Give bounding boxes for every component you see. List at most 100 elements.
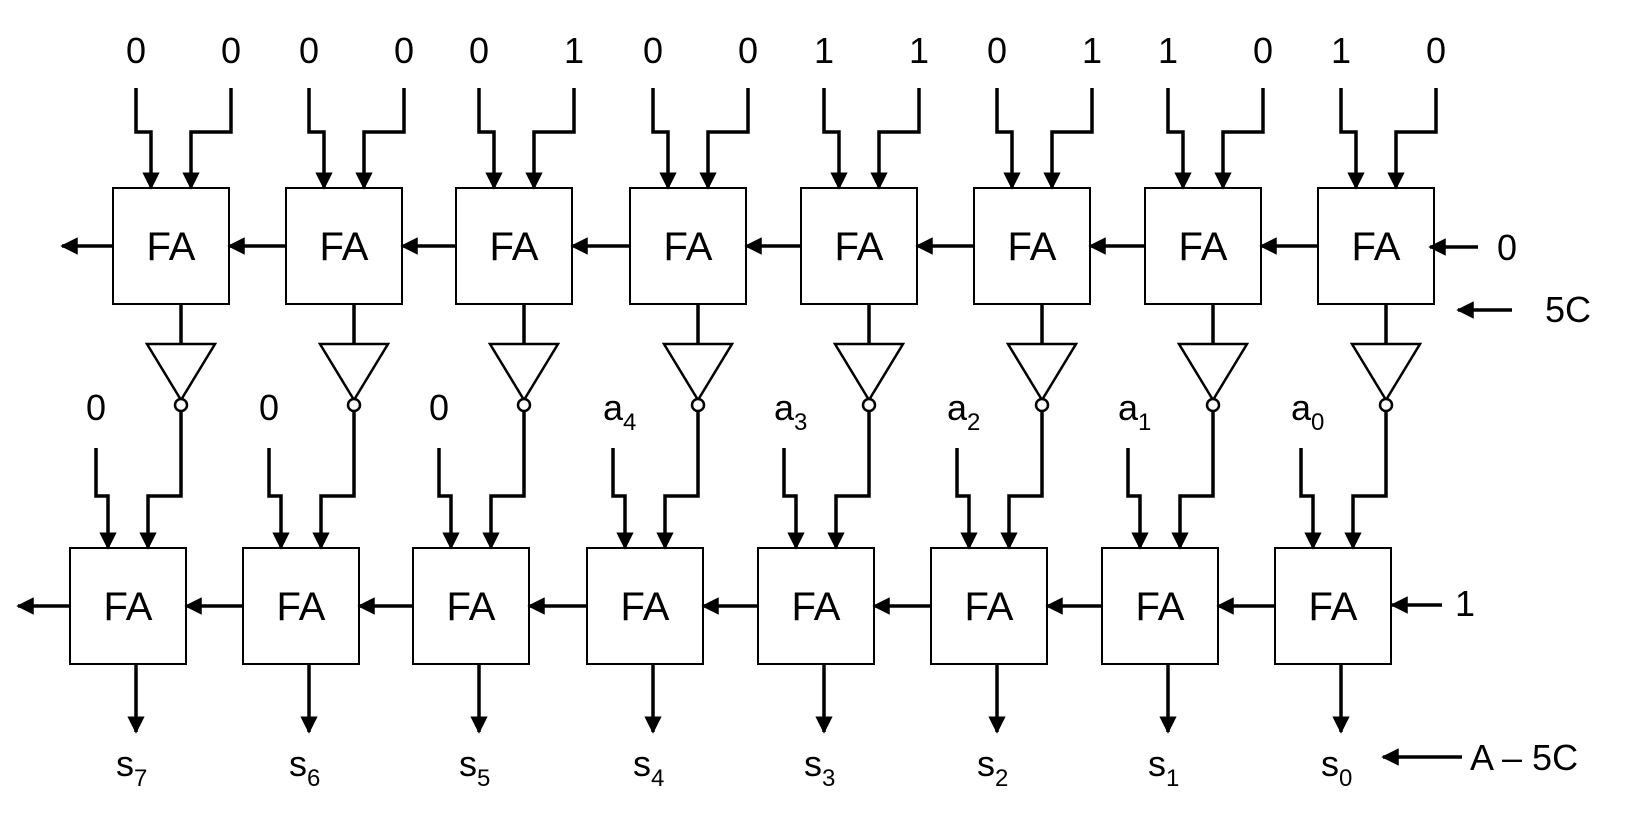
top-input-b-wire xyxy=(355,88,406,190)
full-adder-label: FA xyxy=(621,585,670,629)
bottom-input-label-base: a xyxy=(774,387,795,428)
inverter-bubble xyxy=(861,397,877,413)
bottom-input-label-subscript: 3 xyxy=(794,409,807,436)
bottom-input-a-wire xyxy=(782,448,805,550)
full-adder-label: FA xyxy=(447,585,496,629)
top-full-adder-5: FA xyxy=(455,187,573,305)
full-adder-label: FA xyxy=(1309,585,1358,629)
bottom-input-label-base: a xyxy=(603,387,624,428)
inverter-2 xyxy=(1005,304,1079,413)
full-adder-box xyxy=(1101,547,1219,665)
bottom-input-label: a2 xyxy=(947,387,980,436)
bottom-full-adder-5: FA xyxy=(412,547,530,665)
sum-output-label: s0 xyxy=(1321,743,1352,792)
sum-output-label-base: s xyxy=(633,743,651,784)
full-adder-label: FA xyxy=(320,225,369,269)
sum-output-label-base: s xyxy=(1148,743,1166,784)
result-label: A – 5C xyxy=(1470,737,1578,778)
full-adder-label: FA xyxy=(104,585,153,629)
bottom-full-adder-7: FA xyxy=(69,547,187,665)
top-input-a-label: 0 xyxy=(299,30,319,71)
bottom-full-adder-0: FA xyxy=(1274,547,1392,665)
bottom-input-label-base: a xyxy=(1118,387,1139,428)
top-input-a-label: 0 xyxy=(469,30,489,71)
bottom-input-b-wire xyxy=(312,411,356,550)
full-adder-label: FA xyxy=(490,225,539,269)
bottom-input-label: 0 xyxy=(429,387,449,428)
full-adder-box xyxy=(629,187,747,305)
inverter-row xyxy=(144,304,1423,413)
full-adder-label: FA xyxy=(965,585,1014,629)
bottom-input-label: a3 xyxy=(774,387,807,436)
top-input-b-wire xyxy=(1043,88,1094,190)
inverter-bubble xyxy=(1378,397,1394,413)
sum-output-label: s4 xyxy=(633,743,664,792)
sum-output-label: s7 xyxy=(116,743,147,792)
sum-output-label: s6 xyxy=(289,743,320,792)
sum-output-label-base: s xyxy=(116,743,134,784)
inverter-triangle xyxy=(317,342,391,403)
inverter-4 xyxy=(661,304,735,413)
top-input-a-wire xyxy=(1339,88,1365,190)
top-input-b-wire xyxy=(1387,88,1438,190)
bottom-full-adder-6: FA xyxy=(242,547,360,665)
inverter-1 xyxy=(1176,304,1250,413)
bottom-input-b-wire xyxy=(1344,411,1388,550)
inverter-bubble xyxy=(690,397,706,413)
full-adder-label: FA xyxy=(1179,225,1228,269)
full-adder-label: FA xyxy=(277,585,326,629)
bottom-input-b-wire xyxy=(656,411,700,550)
bottom-input-label-subscript: 0 xyxy=(1311,409,1324,436)
top-input-b-label: 0 xyxy=(1253,30,1273,71)
inverter-3 xyxy=(832,304,906,413)
sum-output-label-base: s xyxy=(804,743,822,784)
bottom-full-adder-1: FA xyxy=(1101,547,1219,665)
inverter-triangle xyxy=(832,342,906,403)
full-adder-box xyxy=(242,547,360,665)
bottom-input-label: a4 xyxy=(603,387,636,436)
full-adder-label: FA xyxy=(147,225,196,269)
bottom-input-b-wire xyxy=(482,411,526,550)
full-adder-label: FA xyxy=(1352,225,1401,269)
full-adder-box xyxy=(973,187,1091,305)
bottom-input-a-wire xyxy=(437,448,460,550)
bottom-full-adder-3: FA xyxy=(757,547,875,665)
sum-output-label-subscript: 0 xyxy=(1339,765,1352,792)
five-c-label: 5C xyxy=(1545,289,1591,330)
inverter-triangle xyxy=(487,342,561,403)
bottom-input-label-base: 0 xyxy=(259,387,279,428)
top-input-b-wire xyxy=(1214,88,1265,190)
top-input-b-label: 1 xyxy=(909,30,929,71)
top-full-adder-1: FA xyxy=(1144,187,1262,305)
full-adder-box xyxy=(285,187,403,305)
top-input-a-label: 1 xyxy=(814,30,834,71)
bottom-input-b-wire xyxy=(139,411,183,550)
full-adder-box xyxy=(69,547,187,665)
inverter-triangle xyxy=(1005,342,1079,403)
bottom-input-label-base: a xyxy=(1291,387,1312,428)
top-carry-in-label: 0 xyxy=(1497,227,1517,268)
top-input-b-label: 0 xyxy=(1426,30,1446,71)
bottom-full-adder-4: FA xyxy=(586,547,704,665)
bottom-input-label: 0 xyxy=(86,387,106,428)
sum-output-label-subscript: 3 xyxy=(822,765,835,792)
inverter-bubble xyxy=(1205,397,1221,413)
full-adder-label: FA xyxy=(835,225,884,269)
inverter-bubble xyxy=(1034,397,1050,413)
sum-output-label-subscript: 6 xyxy=(307,765,320,792)
top-input-a-wire xyxy=(134,88,160,190)
sum-output-label: s1 xyxy=(1148,743,1179,792)
bottom-input-a-wire xyxy=(1126,448,1149,550)
inverter-6 xyxy=(317,304,391,413)
top-full-adder-0: FA xyxy=(1317,187,1435,305)
full-adder-label: FA xyxy=(1136,585,1185,629)
sum-output-label-base: s xyxy=(1321,743,1339,784)
top-input-a-wire xyxy=(307,88,333,190)
full-adder-box xyxy=(930,547,1048,665)
full-adder-box xyxy=(112,187,230,305)
full-adder-box xyxy=(1144,187,1262,305)
top-input-b-wire xyxy=(525,88,576,190)
top-full-adder-4: FA xyxy=(629,187,747,305)
top-full-adder-6: FA xyxy=(285,187,403,305)
